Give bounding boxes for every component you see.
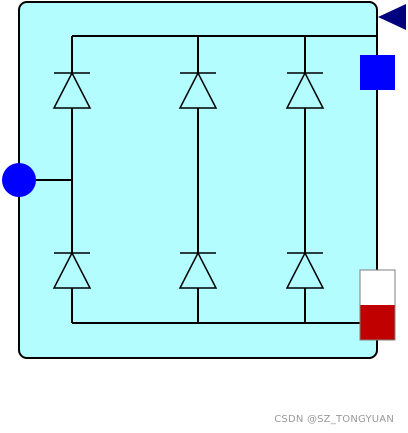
ac-input-port-icon[interactable]: [2, 163, 36, 197]
dc-output-port[interactable]: [359, 269, 396, 341]
diode-lower-3: [285, 251, 325, 289]
diode-triangle: [178, 71, 218, 109]
dc-positive-port-icon[interactable]: [360, 270, 395, 305]
diode-triangle: [178, 251, 218, 289]
diode-upper-2: [178, 71, 218, 109]
diode-triangle: [52, 251, 92, 289]
diode-triangle: [285, 251, 325, 289]
diode-upper-1: [52, 71, 92, 109]
watermark-text: CSDN @SZ_TONGYUAN: [274, 414, 394, 425]
diode-upper-3: [285, 71, 325, 109]
control-signal-square-icon[interactable]: [360, 55, 395, 90]
dc-port-outline: [359, 269, 396, 341]
diode-lower-2: [178, 251, 218, 289]
control-input-arrow-icon[interactable]: [378, 4, 406, 30]
dc-negative-port-icon[interactable]: [360, 305, 395, 340]
diode-triangle: [285, 71, 325, 109]
diode-lower-1: [52, 251, 92, 289]
diode-triangle: [52, 71, 92, 109]
